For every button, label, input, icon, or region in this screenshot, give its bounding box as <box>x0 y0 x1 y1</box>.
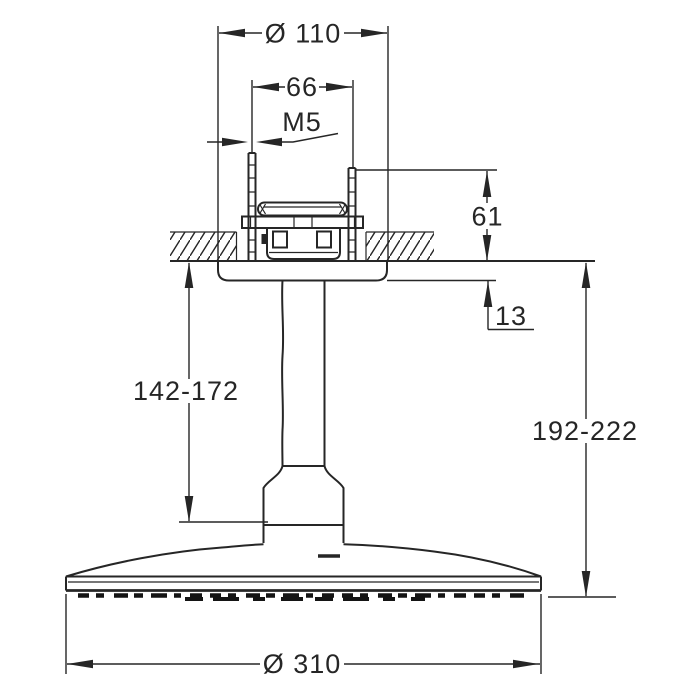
hatch-fill-right <box>366 232 434 261</box>
dim-label-13: 13 <box>495 301 527 331</box>
dim-arrows-142-172 <box>184 262 194 522</box>
dim-lines-310 <box>65 594 542 674</box>
dim-label-192-222: 192-222 <box>532 416 638 446</box>
dim-overall-height: 192-222 <box>532 262 638 598</box>
dim-arrow-13 <box>483 281 493 307</box>
clip-right <box>316 230 332 249</box>
hatch-fill-left <box>170 232 237 261</box>
head-rim <box>65 575 542 592</box>
seal-ring-detail <box>258 203 347 215</box>
dim-flange-offset: 13 <box>387 279 534 331</box>
dim-label-142-172: 142-172 <box>133 376 239 406</box>
shower-head-dome <box>65 543 542 578</box>
dim-arrows-66 <box>253 82 352 92</box>
rough-in-box <box>266 227 341 260</box>
shower-arm-pipe <box>281 280 326 467</box>
dim-lines-110 <box>217 26 389 261</box>
dim-head-diameter: Ø 310 <box>65 594 542 679</box>
dim-label-61: 61 <box>471 202 503 232</box>
threaded-rod-right <box>347 167 357 260</box>
drawing-root: Ø 110 66 M5 61 13 14 <box>65 19 638 679</box>
mounting-plate-segments <box>249 216 356 228</box>
dim-lines-m5 <box>207 132 339 143</box>
dim-arrows-m5 <box>222 137 282 147</box>
dim-lines-192-222 <box>548 263 616 598</box>
dim-label-m5: M5 <box>282 107 322 137</box>
dim-label-110: Ø 110 <box>265 19 342 49</box>
dim-thread-size: M5 <box>207 107 339 147</box>
nozzle-face <box>78 593 529 601</box>
rim-outline <box>65 575 542 591</box>
dim-bolt-spacing: 66 <box>251 72 354 168</box>
dim-ceiling-cutout-diameter: Ø 110 <box>217 19 389 261</box>
arm-connector <box>262 465 345 543</box>
hatch-border-right <box>365 231 434 261</box>
ceiling-flange <box>217 261 388 282</box>
dim-lines-66 <box>251 80 354 168</box>
pipe-left-line-break <box>281 280 285 467</box>
dim-arm-length: 142-172 <box>133 262 268 523</box>
ceiling-hatch-left <box>170 231 238 261</box>
dim-recess-depth: 61 <box>356 169 503 261</box>
hatch-border-left <box>170 231 238 261</box>
clip-left <box>272 230 288 249</box>
ceiling-hatch-right <box>365 231 434 261</box>
mounting-assembly <box>241 152 364 260</box>
dim-label-310: Ø 310 <box>263 649 342 679</box>
dim-arrows-61 <box>482 171 492 261</box>
box-tab <box>261 234 267 244</box>
dim-label-66: 66 <box>286 72 318 102</box>
thread-marks <box>248 164 356 253</box>
